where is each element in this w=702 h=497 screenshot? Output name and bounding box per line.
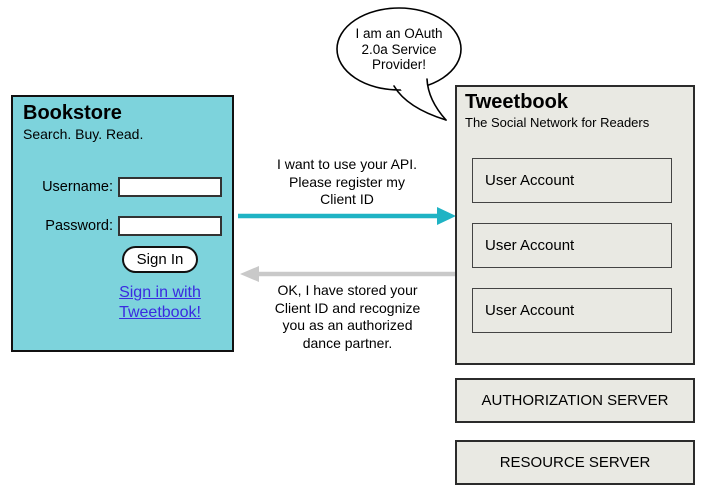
- request-message-line: I want to use your API.: [276, 156, 418, 172]
- request-message: I want to use your API. Please register …: [247, 156, 447, 209]
- bookstore-panel: Bookstore Search. Buy. Read. Username: P…: [11, 95, 234, 352]
- response-message-line: Client ID and recognize: [274, 299, 421, 316]
- username-row: Username:: [13, 177, 232, 197]
- request-arrow: [238, 207, 456, 225]
- speech-bubble-line: 2.0a Service: [361, 41, 437, 57]
- request-message-line: Client ID: [320, 191, 374, 207]
- tweetbook-title: Tweetbook: [465, 91, 568, 113]
- speech-bubble-line: Provider!: [371, 57, 427, 72]
- speech-bubble-text: I am an OAuth 2.0a Service Provider!: [338, 26, 460, 73]
- sign-in-with-tweetbook-link[interactable]: Sign in with Tweetbook!: [119, 284, 201, 321]
- password-row: Password:: [13, 216, 232, 236]
- speech-bubble-line: I am an OAuth: [355, 26, 443, 41]
- request-message-line: Please register my: [289, 173, 405, 190]
- authorization-server-box: AUTHORIZATION SERVER: [455, 378, 695, 423]
- response-arrow: [240, 266, 455, 282]
- password-input[interactable]: [118, 216, 222, 236]
- response-message-line: you as an authorized: [282, 317, 413, 333]
- sign-in-button[interactable]: Sign In: [122, 246, 198, 273]
- bookstore-title: Bookstore: [23, 102, 122, 124]
- user-account-box: User Account: [472, 223, 672, 268]
- response-message-line: OK, I have stored your: [277, 282, 418, 298]
- response-message: OK, I have stored your Client ID and rec…: [245, 282, 450, 352]
- tweetbook-panel: Tweetbook The Social Network for Readers…: [455, 85, 695, 365]
- user-account-box: User Account: [472, 288, 672, 333]
- tweetbook-tagline: The Social Network for Readers: [465, 115, 650, 130]
- bookstore-tagline: Search. Buy. Read.: [23, 126, 144, 142]
- password-label: Password:: [45, 218, 113, 234]
- resource-server-box: RESOURCE SERVER: [455, 440, 695, 485]
- response-message-line: dance partner.: [302, 334, 393, 351]
- username-input[interactable]: [118, 177, 222, 197]
- user-account-box: User Account: [472, 158, 672, 203]
- username-label: Username:: [42, 179, 113, 195]
